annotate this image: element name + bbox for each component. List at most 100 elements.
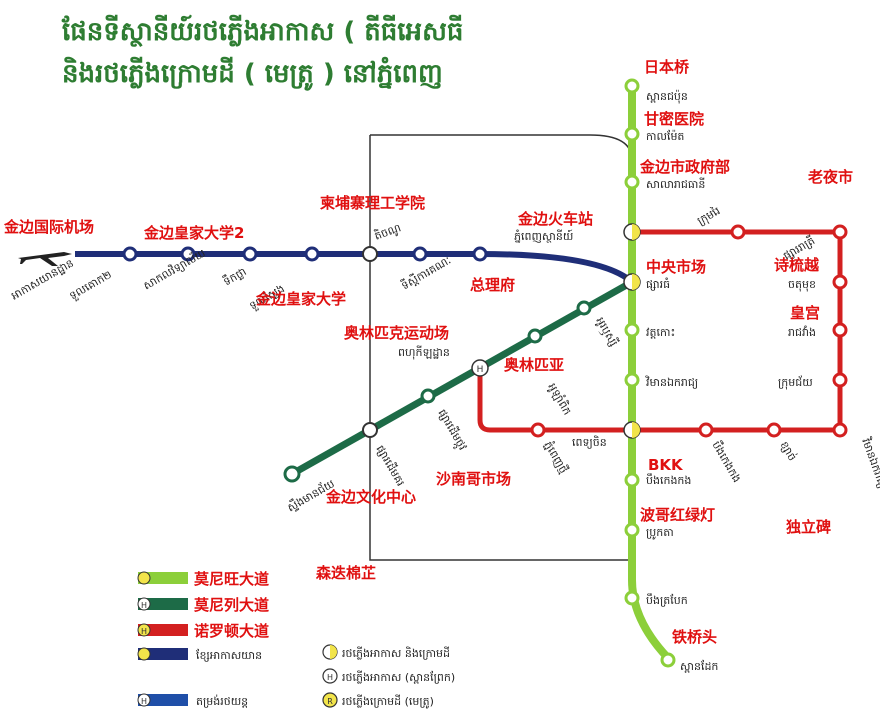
km-chaktomuk: ចតុមុខ	[788, 278, 816, 292]
hub-central-market[interactable]	[623, 273, 641, 291]
legend-item-navy: ខ្សែអាកាសយាន	[137, 647, 262, 662]
khmer-labels: ស្ពានជប៉ុន កាលម៉ែត សាលារាជធានី ភ្នំពេញស្…	[9, 89, 880, 673]
station-royal-palace[interactable]	[832, 322, 848, 338]
station-night-market[interactable]	[832, 224, 848, 240]
station-nihonbashi[interactable]	[624, 78, 640, 94]
cn-calmette: 甘密医院	[644, 110, 704, 128]
station-teal-3[interactable]	[527, 328, 543, 344]
legend: 莫尼旺大道 H 莫尼列大道 H 诺罗顿大道 ខ្សែអាកាសយាន H តម្…	[137, 570, 455, 709]
hub-tuol-sleng[interactable]	[362, 422, 378, 438]
cn-royal-palace: 皇宫	[790, 304, 820, 322]
station-navy-1[interactable]	[122, 246, 138, 262]
km-railway: ភ្នំពេញស្ថានីយ៍	[514, 229, 573, 243]
station-navy-4[interactable]	[304, 246, 320, 262]
station-chaktomuk[interactable]	[832, 274, 848, 290]
green-line	[628, 80, 671, 661]
station-navy-5[interactable]	[412, 246, 428, 262]
cn-iron-bridge: 铁桥头	[672, 628, 717, 646]
legend-item-red: H 诺罗顿大道	[137, 622, 269, 640]
km-independence: វិមានឯករាជ្យ	[859, 435, 880, 490]
green-stations	[624, 78, 676, 668]
legend-label-teal: 莫尼列大道	[194, 596, 269, 614]
cn-bkk: BKK	[648, 456, 684, 474]
station-red-south-2[interactable]	[698, 422, 714, 438]
legend-hub-2: H រថភ្លើងអាកាស (ស្ពានព្រែក)	[322, 668, 455, 684]
station-navy-3[interactable]	[242, 246, 258, 262]
cn-independence: 独立碑	[786, 518, 831, 536]
station-kandal[interactable]	[624, 322, 640, 338]
cn-rupp2: 金边皇家大学2	[143, 224, 244, 242]
legend-hub-1: រថភ្លើងអាកាស និងក្រោមដី	[322, 644, 450, 660]
km-psa-kandal: ក្រុមរៃ	[695, 203, 723, 228]
hub-south[interactable]	[623, 421, 641, 439]
station-teal-2[interactable]	[420, 388, 436, 404]
hub-olympic[interactable]: H	[471, 359, 489, 377]
km-prime: ទីស្តីការគណៈ	[399, 253, 454, 293]
legend-hub-label-1: រថភ្លើងអាកាស និងក្រោមដី	[342, 646, 450, 660]
cn-olympic-stadium: 奥林匹克运动场	[344, 324, 449, 342]
cn-rupp1: 金边皇家大学	[255, 290, 346, 308]
legend-label-bus: តម្រង់រថយន្ត	[196, 694, 248, 708]
km-aeon: វិមានឯករាជ្យ	[644, 375, 698, 389]
legend-hub-label-2: រថភ្លើងអាកាស (ស្ពានព្រែក)	[342, 670, 455, 684]
km-trabek: បឹងត្របែក	[646, 593, 688, 607]
svg-text:H: H	[141, 601, 147, 610]
km-city-hall: សាលារាជធានី	[646, 177, 705, 191]
station-red-north-1[interactable]	[730, 224, 746, 240]
station-independence[interactable]	[832, 422, 848, 438]
station-red-south-1[interactable]	[766, 422, 782, 438]
km-central-market: ផ្សារធំ	[646, 277, 670, 291]
legend-label-red: 诺罗顿大道	[194, 622, 269, 640]
km-bkk: បឹងកេងកង	[646, 473, 691, 487]
km-iron-bridge: ស្ពានដែក	[680, 659, 718, 673]
km-kbal: ពេទ្យចិន	[572, 435, 607, 449]
km-rupp2: ទួលគោក២	[67, 268, 114, 303]
km-olympic-stadium: ពហុកីឡដ្ឋាន	[398, 345, 450, 360]
svg-text:H: H	[141, 697, 147, 706]
cn-airport: 金边国际机场	[3, 218, 94, 236]
legend-hub-3: R រថភ្លើងក្រោមដី (មេត្រូ)	[322, 692, 434, 709]
station-bkk[interactable]	[624, 472, 640, 488]
hub-itc[interactable]	[362, 246, 378, 262]
svg-text:H: H	[327, 673, 333, 682]
station-borey[interactable]	[624, 522, 640, 538]
loop-top	[370, 134, 633, 161]
cn-nihonbashi: 日本桥	[644, 58, 690, 76]
km-bkk-red: ភ្នំពេញថ្មី	[541, 439, 571, 476]
cn-borey: 波哥红绿灯	[640, 506, 715, 524]
station-teal-sen-sok[interactable]	[283, 465, 301, 483]
km-culture: ផ្សារដើមគរ	[373, 443, 408, 489]
station-teal-4[interactable]	[576, 300, 592, 316]
km-nihonbashi: ស្ពានជប៉ុន	[646, 89, 688, 104]
svg-text:H: H	[141, 627, 147, 636]
red-line	[477, 229, 843, 433]
loop-left	[369, 135, 632, 561]
navy-line	[75, 251, 634, 285]
station-city-hall[interactable]	[624, 174, 640, 190]
svg-text:R: R	[327, 697, 333, 706]
station-calmette[interactable]	[624, 126, 640, 142]
station-red-west-1[interactable]	[530, 422, 546, 438]
legend-label-green: 莫尼旺大道	[194, 570, 269, 588]
cn-railway: 金边火车站	[517, 210, 593, 228]
cn-sen-sok: 森迭棉芷	[316, 564, 376, 582]
km-dangkao: ទឹកថ្លា	[221, 264, 249, 288]
hub-railway[interactable]	[623, 223, 641, 241]
station-iron-bridge[interactable]	[660, 652, 676, 668]
station-riverside[interactable]	[832, 372, 848, 388]
station-navy-6[interactable]	[472, 246, 488, 262]
cn-prime: 总理府	[470, 276, 515, 294]
airplane-icon	[18, 252, 72, 266]
legend-item-bus: H តម្រង់រថយន្ត	[137, 693, 248, 708]
red-stations	[530, 224, 848, 438]
station-aeon[interactable]	[624, 372, 640, 388]
cn-night-market: 老夜市	[807, 168, 853, 186]
km-riverside: ក្រុមជ័យ	[778, 375, 813, 390]
interchange-hubs: H	[362, 223, 641, 439]
map-title-line-2: និងរថភ្លើងក្រោមដី ( មេត្រូ ) នៅភ្នំពេញ	[62, 56, 443, 91]
station-navy-2[interactable]	[180, 246, 196, 262]
cn-culture: 金边文化中心	[325, 488, 416, 506]
cn-itc: 柬埔寨理工学院	[320, 194, 425, 212]
station-trabek[interactable]	[624, 590, 640, 606]
